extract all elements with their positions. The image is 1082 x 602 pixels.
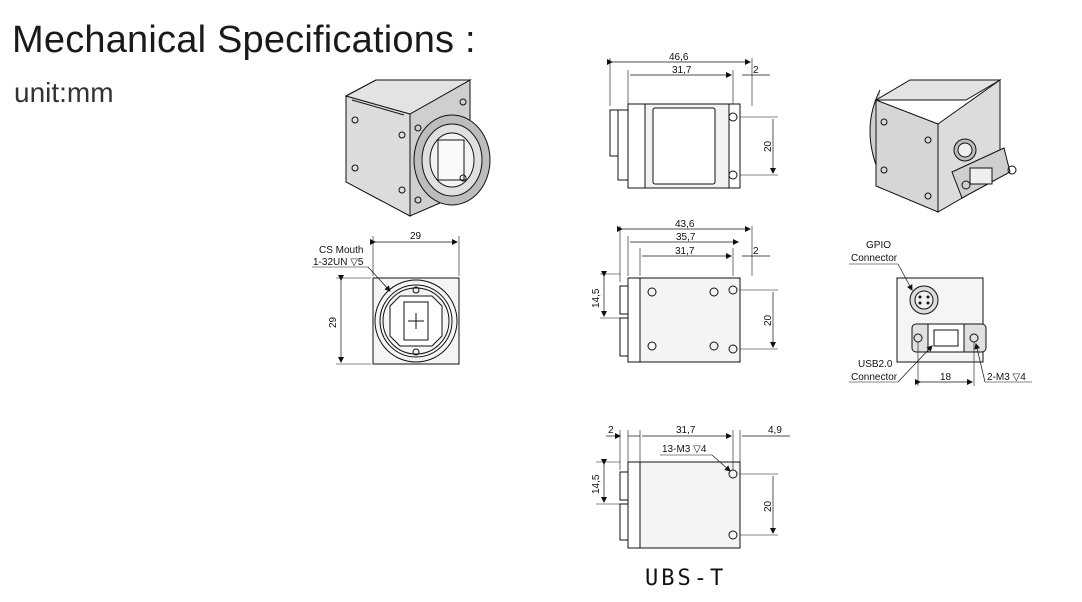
gpio-label-2: Connector <box>851 253 898 264</box>
top-view-dim-holes: 20 <box>763 140 774 152</box>
page-title: Mechanical Specifications : <box>12 19 476 61</box>
side-view-dim-offset: 2 <box>753 246 759 257</box>
rear-view <box>849 263 1032 386</box>
front-view-dim-height: 29 <box>328 316 339 328</box>
bottom-view-dim-offset-left: 2 <box>608 425 614 436</box>
bottom-view <box>596 430 790 549</box>
model-label: UBS-T <box>645 566 727 591</box>
bottom-view-dim-height: 14,5 <box>591 474 602 494</box>
side-view-dim-holes: 20 <box>763 314 774 326</box>
rear-view-thread-note: 2-M3 ▽4 <box>987 372 1026 383</box>
side-view-dim-b: 31,7 <box>675 246 695 257</box>
front-view-dim-width: 29 <box>410 231 422 242</box>
gpio-label-1: GPIO <box>866 240 891 251</box>
bottom-view-dim-holes: 20 <box>763 500 774 512</box>
rear-view-dim-spacing: 18 <box>940 372 952 383</box>
unit-label: unit:mm <box>14 77 114 108</box>
side-view <box>600 226 778 363</box>
bottom-view-dim-body: 31,7 <box>676 425 696 436</box>
top-view-dim-body: 31,7 <box>672 65 692 76</box>
bottom-view-dim-offset-right: 4,9 <box>768 425 782 436</box>
top-view-dim-overall: 46,6 <box>669 52 689 63</box>
top-view <box>607 58 778 189</box>
side-view-dim-a: 35,7 <box>676 232 696 243</box>
top-view-dim-offset: 2 <box>753 65 759 76</box>
side-view-dim-height: 14,5 <box>591 288 602 308</box>
front-view <box>312 236 460 365</box>
iso-rear-camera <box>869 79 1017 213</box>
usb-label-2: Connector <box>851 372 898 383</box>
side-view-dim-overall: 43,6 <box>675 219 695 230</box>
mount-label-2: 1-32UN ▽5 <box>313 257 364 268</box>
usb-label-1: USB2.0 <box>858 359 893 370</box>
iso-front-camera <box>344 79 491 217</box>
mount-label-1: CS Mouth <box>319 245 363 256</box>
bottom-view-thread-note: 13-M3 ▽4 <box>662 444 707 455</box>
